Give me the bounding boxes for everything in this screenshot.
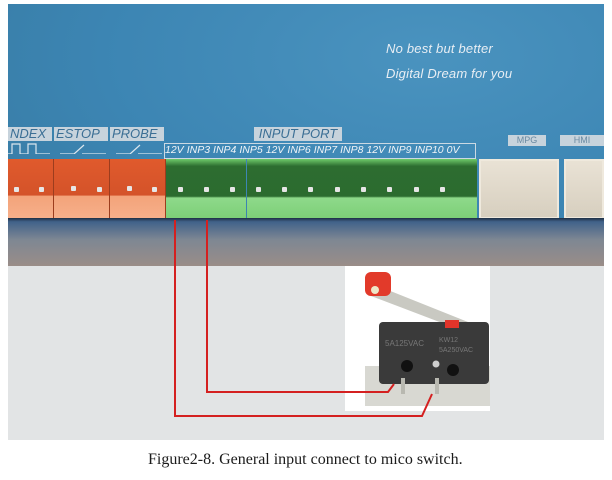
mount-hole-icon [401,360,413,372]
index-label: NDEX [8,127,52,141]
pin-label: INP3 [186,144,211,156]
probe-label: PROBE [110,127,164,141]
terminal-no [435,378,439,394]
hmi-connector [564,159,604,219]
estop-terminal-block [54,159,110,219]
wire-inp3 [206,220,395,393]
slogan-line-2: Digital Dream for you [386,66,513,81]
figure: No best but better Digital Dream for you… [8,4,604,440]
rivet-icon [432,360,440,368]
slogan-line-1: No best but better [386,41,493,56]
pin-label: 12V [366,144,386,156]
pin-label: INP8 [340,144,364,156]
index-pulse-icon [8,143,50,154]
figure-caption: Figure2-8. General input connect to mico… [148,451,463,468]
probe-switch-icon [116,144,141,154]
estop-label: ESTOP [54,127,108,141]
input-pin-labels: 12V INP3 INP4 INP5 12V INP6 INP7 INP8 12… [164,143,476,159]
pin-label: 12V [165,144,184,156]
pin-label: INP9 [388,144,412,156]
pin-label: INP7 [313,144,338,156]
wire-12v [174,220,433,417]
micro-switch: 5A125VAC KW12 5A250VAC [345,266,490,411]
pin-label: INP4 [213,144,237,156]
input-terminal-block-1 [166,159,246,219]
index-terminal-block [8,159,54,219]
mount-hole-icon [447,364,459,376]
signal-symbols [8,143,162,154]
mpg-label: MPG [508,135,546,146]
pin-label: 0V [446,144,460,156]
input-port-label: INPUT PORT [254,127,342,141]
board-edge [8,218,604,266]
hmi-label: HMI [560,135,604,146]
input-terminal-block-2 [247,159,477,219]
switch-rating-left: 5A125VAC [385,339,424,348]
roller-pin-icon [371,286,379,294]
switch-rating-right-2: 5A250VAC [439,347,473,354]
controller-board: No best but better Digital Dream for you… [8,4,604,266]
background-surface [8,266,604,440]
pin-label: INP6 [287,144,311,156]
switch-rating-right-1: KW12 [439,337,458,344]
probe-terminal-block [110,159,166,219]
pin-label: INP5 [239,144,263,156]
switch-plunger [445,320,459,328]
pin-label: 12V [265,144,285,156]
wiring-overlay [174,220,433,417]
estop-switch-icon [60,144,85,154]
terminal-common [401,378,405,394]
pin-label: INP10 [414,144,444,156]
